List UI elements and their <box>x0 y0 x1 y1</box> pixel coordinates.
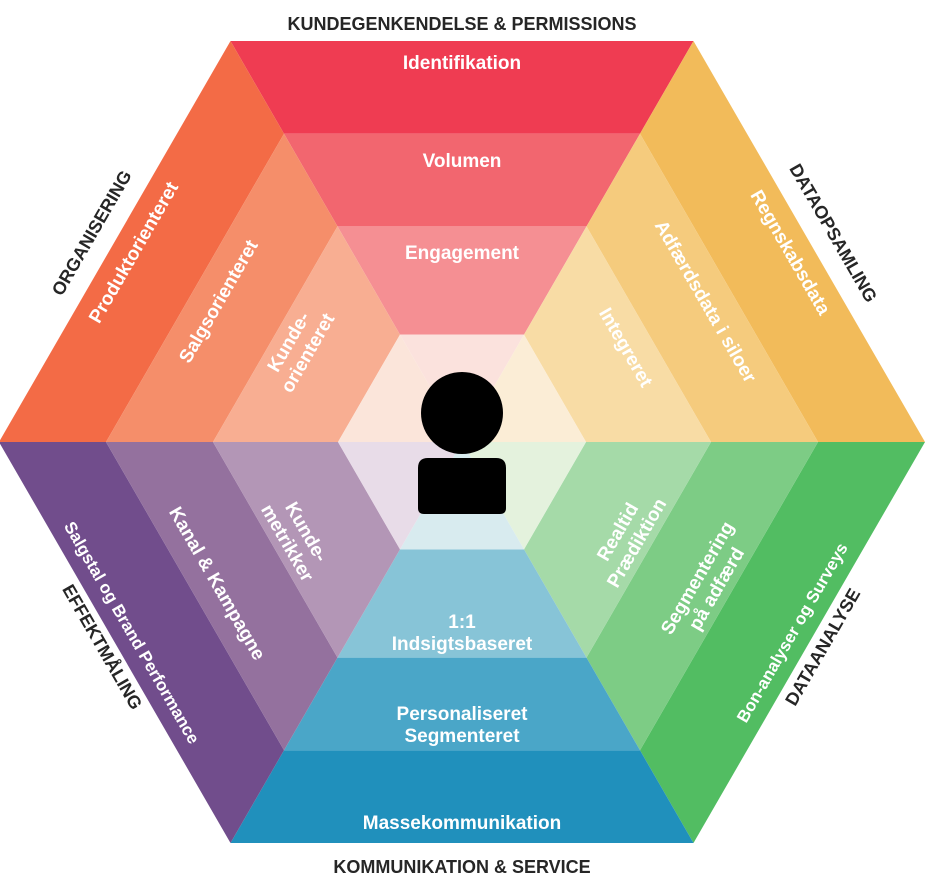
segment-label-line: Personaliseret <box>397 704 529 725</box>
segment-upper-right-ring-3 <box>524 226 711 442</box>
segment-lower-right-ring-3 <box>524 442 711 658</box>
segment-bottom-ring-2 <box>284 657 640 751</box>
segment-top-ring-2 <box>284 133 640 227</box>
segment-label-top-ring-1: Identifikation <box>403 53 521 74</box>
segment-bottom-ring-1 <box>230 750 694 843</box>
segment-label-line: Indsigtsbaseret <box>392 634 533 655</box>
segment-label-top-ring-2: Volumen <box>423 151 502 172</box>
category-top: KUNDEGENKENDELSE & PERMISSIONS <box>287 14 636 34</box>
segment-upper-left-ring-1 <box>0 41 284 442</box>
segment-top-ring-3 <box>337 226 587 335</box>
segment-lower-right-ring-2 <box>586 442 818 751</box>
segment-label-line: Segmenteret <box>404 726 520 747</box>
segment-lower-right-ring-1 <box>640 442 925 843</box>
segment-upper-left-ring-3 <box>213 226 400 442</box>
hexagon-segments <box>0 41 925 843</box>
category-bottom: KOMMUNIKATION & SERVICE <box>333 857 590 877</box>
segment-upper-right-ring-1 <box>640 41 925 442</box>
segment-upper-left-ring-2 <box>106 133 338 443</box>
segment-upper-right-ring-2 <box>586 133 818 443</box>
segment-label-line: 1:1 <box>448 612 476 633</box>
segment-label-line: Identifikation <box>403 53 521 74</box>
segment-label-bottom-ring-1: Massekommunikation <box>363 813 562 834</box>
segment-lower-left-ring-1 <box>0 442 284 843</box>
segment-label-line: Massekommunikation <box>363 813 562 834</box>
segment-label-top-ring-3: Engagement <box>405 243 520 264</box>
segment-lower-left-ring-2 <box>106 442 338 751</box>
segment-bottom-ring-3 <box>337 549 587 658</box>
segment-top-ring-1 <box>230 41 694 134</box>
person-icon <box>418 372 506 514</box>
segment-lower-left-ring-3 <box>213 442 400 658</box>
segment-label-line: Engagement <box>405 243 520 264</box>
segment-label-line: Volumen <box>423 151 502 172</box>
